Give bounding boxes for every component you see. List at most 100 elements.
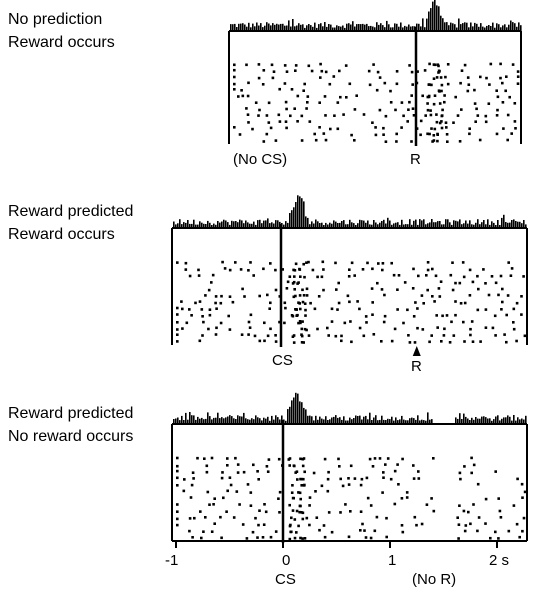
spike-dot: [433, 300, 436, 303]
psth-bin: [388, 24, 390, 31]
psth-bin: [352, 21, 354, 31]
burst-spike-dot: [429, 109, 432, 112]
spike-dot: [488, 83, 491, 86]
spike-dot: [247, 121, 250, 124]
spike-dot: [198, 300, 202, 303]
psth-bin: [302, 24, 304, 31]
burst-spike-dot: [305, 261, 308, 264]
spike-dot: [376, 70, 380, 74]
spike-dot: [393, 327, 397, 331]
spike-dot: [266, 334, 270, 338]
psth-bin: [287, 409, 289, 424]
spike-dot: [347, 275, 351, 278]
psth-bin: [175, 224, 177, 228]
psth-bin: [407, 420, 409, 424]
psth-bin: [464, 22, 466, 31]
spike-dot: [359, 510, 363, 513]
spike-dot: [190, 483, 194, 487]
spike-dot: [444, 121, 448, 124]
psth-bin: [469, 420, 471, 424]
spike-dot: [199, 510, 202, 513]
spike-dot: [254, 101, 258, 104]
psth-bin: [256, 22, 258, 31]
spike-dot: [317, 295, 321, 298]
spike-dot: [205, 464, 209, 468]
spike-dot: [468, 268, 472, 272]
burst-spike-dot: [298, 302, 301, 305]
spike-dot: [311, 268, 315, 272]
spike-dot: [497, 293, 500, 297]
spike-dot: [262, 267, 265, 271]
psth-bin: [508, 24, 510, 31]
spike-dot: [253, 334, 257, 338]
spike-dot: [247, 269, 250, 272]
psth-bin: [183, 222, 185, 228]
psth-bin: [264, 25, 266, 31]
spike-dot: [261, 83, 265, 86]
psth-bin: [410, 26, 412, 31]
psth-bin: [391, 224, 393, 228]
psth-bin: [307, 415, 309, 424]
psth-bin: [498, 24, 500, 31]
psth-bin: [309, 224, 311, 228]
spike-dot: [390, 339, 394, 343]
psth-bin: [179, 420, 181, 424]
spike-dot: [373, 457, 377, 460]
spike-dot: [202, 320, 205, 324]
psth-bin: [269, 420, 271, 424]
spike-dot: [238, 133, 242, 136]
psth-bin: [314, 22, 316, 31]
spike-dot: [504, 89, 507, 93]
spike-dot: [240, 333, 244, 336]
spike-dot: [210, 281, 213, 284]
spike-dot: [257, 114, 260, 117]
psth-bin: [217, 412, 219, 424]
psth-bin: [221, 221, 223, 228]
spike-dot: [359, 529, 362, 532]
psth-bin: [191, 415, 193, 424]
spike-dot: [401, 530, 405, 534]
psth-bin: [301, 402, 303, 424]
psth-bin: [353, 223, 355, 228]
psth-bin: [355, 225, 357, 228]
spike-dot: [449, 273, 453, 277]
spike-dot: [414, 301, 417, 304]
psth-bin: [523, 419, 525, 424]
spike-dot: [381, 268, 384, 272]
psth-bin: [319, 223, 321, 228]
psth-bin: [488, 25, 490, 31]
psth-bin: [348, 23, 350, 31]
spike-dot: [471, 340, 475, 343]
spike-dot: [501, 101, 505, 104]
psth-bin: [234, 23, 236, 31]
spike-dot: [484, 497, 488, 501]
spike-dot: [229, 483, 233, 487]
psth-bin: [448, 25, 450, 31]
spike-dot: [452, 121, 455, 124]
spike-dot: [434, 274, 438, 278]
spike-dot: [407, 108, 410, 111]
spike-dot: [439, 280, 443, 283]
spike-dot: [348, 268, 351, 271]
spike-dot: [406, 120, 409, 123]
spike-dot: [251, 530, 255, 534]
spike-dot: [314, 490, 317, 493]
spike-dot: [471, 280, 475, 284]
psth-bin: [369, 412, 371, 424]
spike-dot: [236, 463, 240, 466]
burst-spike-dot: [291, 484, 294, 487]
psth-bin: [261, 223, 263, 228]
psth-bin: [476, 23, 478, 31]
spike-dot: [383, 293, 386, 297]
psth-bin: [365, 415, 367, 424]
spike-dot: [416, 307, 419, 310]
spike-dot: [515, 339, 518, 343]
burst-spike-dot: [288, 503, 291, 507]
burst-spike-dot: [293, 288, 296, 291]
psth-bin: [197, 416, 199, 424]
spike-dot: [190, 314, 193, 317]
burst-spike-dot: [432, 139, 436, 142]
spike-dot: [356, 300, 359, 303]
psth-bin: [483, 416, 485, 424]
psth-bin: [219, 418, 221, 424]
